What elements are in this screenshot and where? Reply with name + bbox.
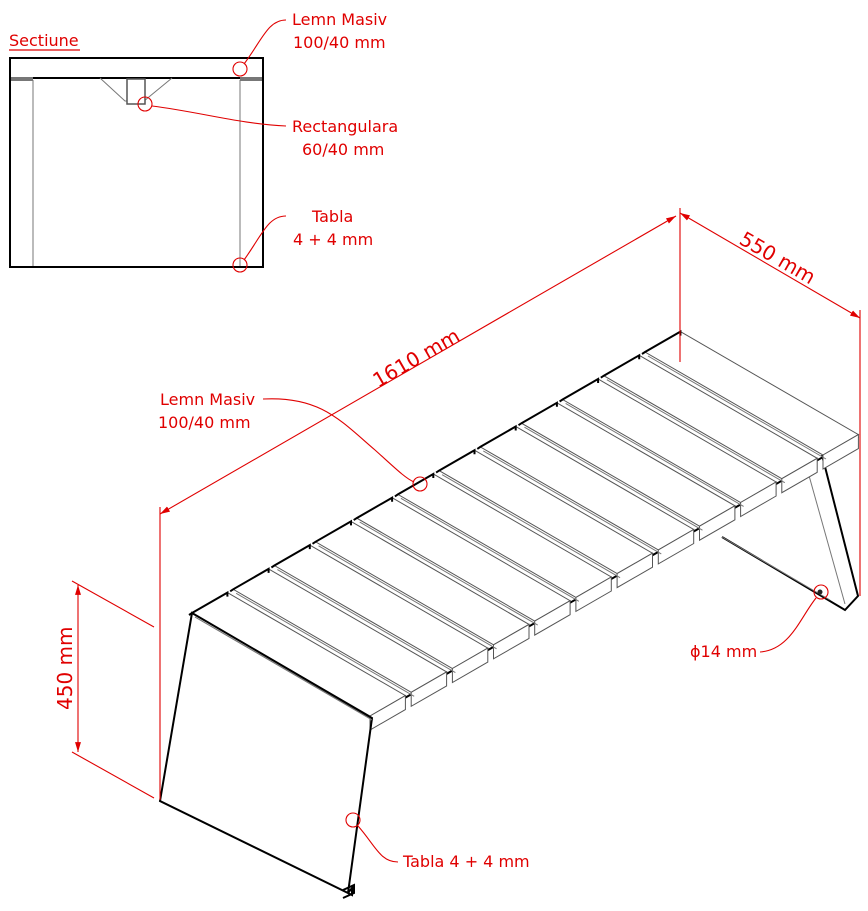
section-view: Sectiune Lemn Masiv 100/40 mm Rectangula… — [9, 10, 398, 273]
iso-view: 1610 mm 550 mm 450 mm Lemn Masiv 100/40 … — [53, 208, 861, 899]
slat-front — [534, 599, 571, 636]
slat-back-edge — [229, 567, 270, 593]
slat — [270, 543, 489, 684]
slat-front — [657, 528, 695, 565]
ext-line-height-bottom — [71, 751, 155, 799]
section-right-cap — [240, 77, 262, 81]
slat-chamfer — [359, 521, 538, 626]
callout-circle-plate — [345, 812, 361, 828]
slat-front — [822, 433, 859, 470]
label-side-material: Tabla — [311, 207, 353, 226]
leader-beam — [151, 105, 287, 127]
slat-front — [575, 576, 612, 613]
section-beam — [126, 78, 146, 105]
slat-front — [410, 671, 448, 708]
dim-text-depth: 550 mm — [736, 227, 820, 290]
ext-line-height-top — [71, 580, 155, 628]
leader-plate — [357, 825, 399, 863]
slat-front — [451, 647, 489, 684]
slat-front — [740, 481, 777, 518]
slat-front — [493, 623, 530, 660]
right-side-plate — [721, 454, 860, 612]
label-top-material: Lemn Masiv — [292, 10, 387, 29]
slat-front — [699, 504, 736, 542]
label-beam-material: Rectangulara — [292, 117, 398, 136]
slat-back-edge — [270, 543, 311, 569]
dim-line-length — [159, 215, 677, 515]
slat — [229, 567, 448, 708]
label-slat-size: 100/40 mm — [158, 413, 251, 432]
section-top-board — [9, 57, 264, 79]
label-slat-material: Lemn Masiv — [160, 390, 255, 409]
slat-chamfer — [277, 569, 456, 673]
leader-side — [243, 215, 287, 261]
callout-circle-hole — [813, 584, 829, 600]
right-plate-inner-edge — [807, 471, 846, 605]
slat-chamfer — [235, 592, 415, 697]
label-top-size: 100/40 mm — [293, 33, 386, 52]
leader-slat — [262, 398, 415, 483]
slat-front — [781, 457, 818, 494]
dim-text-height: 450 mm — [53, 627, 77, 711]
left-plate-top-fold — [194, 616, 373, 721]
section-left-cap — [11, 77, 33, 81]
dim-line-depth — [679, 212, 861, 319]
leader-hole — [759, 597, 817, 653]
slat-chamfer — [400, 497, 580, 602]
slat-front — [616, 552, 653, 589]
bolt-hole — [817, 589, 823, 595]
seat-front-edge — [369, 435, 859, 719]
callout-circle-top — [232, 61, 248, 77]
dim-text-length: 1610 mm — [369, 323, 464, 392]
callout-circle-slat — [412, 476, 428, 492]
label-side-size: 4 + 4 mm — [293, 230, 373, 249]
slat-back-edge — [311, 519, 352, 545]
label-side-plate: Tabla 4 + 4 mm — [402, 852, 530, 871]
slat-back-edge — [188, 590, 229, 616]
leader-top — [243, 19, 287, 65]
slat — [311, 519, 531, 660]
label-hole: ϕ14 mm — [690, 642, 757, 661]
slat-chamfer — [647, 355, 827, 460]
label-beam-size: 60/40 mm — [302, 140, 384, 159]
slat-chamfer — [318, 545, 497, 650]
section-title: Sectiune — [9, 31, 79, 50]
right-plate-bottom-edge — [721, 536, 831, 601]
left-plate-flange — [342, 883, 355, 899]
section-frame — [9, 78, 264, 268]
callout-circle-beam — [137, 96, 153, 112]
